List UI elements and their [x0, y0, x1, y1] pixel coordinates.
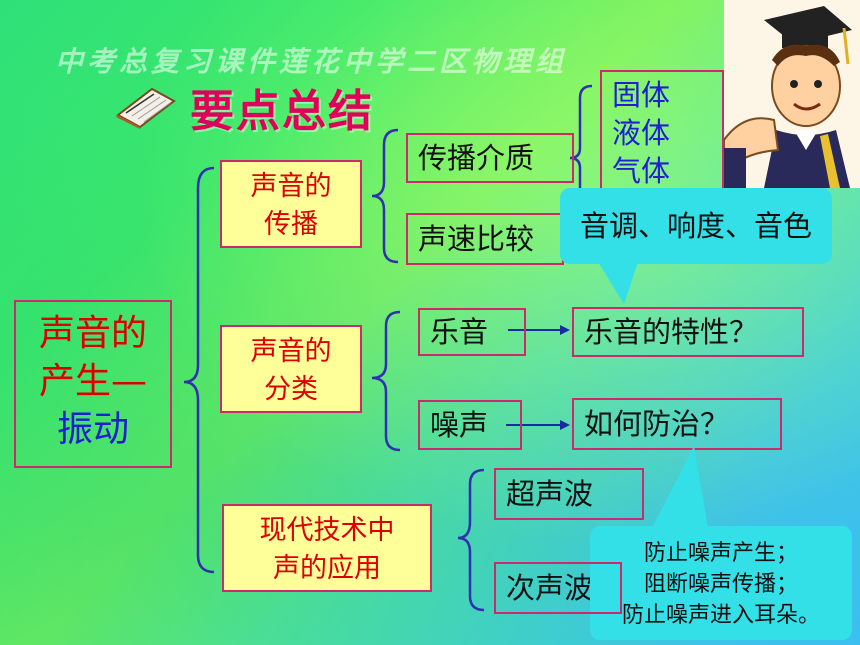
traits-bubble-tail	[598, 262, 638, 304]
root-brace	[183, 166, 215, 574]
watermark: 中考总复习课件莲花中学二区物理组	[55, 45, 568, 78]
control-callout: 防止噪声产生； 阻断噪声传播； 防止噪声进入耳朵。	[590, 526, 852, 640]
root-line-3: 振动	[56, 409, 129, 450]
classification-brace	[371, 310, 401, 452]
node-music-traits: 乐音的特性？	[572, 307, 804, 357]
media-liquid: 液体	[612, 116, 671, 150]
classification-line-2: 分类	[264, 374, 318, 405]
node-music: 乐音	[418, 308, 526, 356]
root-node: 声音的 产生— 振动	[14, 300, 172, 468]
node-application: 现代技术中 声的应用	[222, 504, 432, 592]
application-line-2: 声的应用	[273, 553, 381, 584]
root-line-2: 产生—	[38, 361, 147, 402]
node-ultrasound: 超声波	[494, 468, 644, 520]
traits-callout: 音调、响度、音色	[560, 188, 832, 264]
notebook-icon	[116, 87, 176, 129]
node-noise: 噪声	[418, 400, 522, 450]
control-line-1: 防止噪声产生；	[643, 541, 798, 566]
control-line-3: 防止噪声进入耳朵。	[621, 603, 820, 628]
arrowhead-music	[560, 325, 570, 335]
node-infrasound-overlay	[494, 562, 622, 614]
propagation-line-1: 声音的	[250, 171, 332, 202]
page-title: 要点总结	[190, 86, 374, 137]
control-line-2: 阻断噪声传播；	[643, 572, 798, 597]
classification-line-1: 声音的	[250, 336, 332, 367]
node-medium: 传播介质	[406, 133, 574, 183]
propagation-brace	[371, 128, 399, 264]
application-brace	[457, 468, 485, 612]
media-gas: 气体	[612, 154, 671, 188]
node-noise-control: 如何防治？	[572, 398, 782, 450]
propagation-line-2: 传播	[264, 209, 318, 240]
root-line-1: 声音的	[38, 313, 147, 354]
media-solid: 固体	[612, 78, 671, 112]
teacher-cartoon	[724, 0, 860, 188]
control-bubble-tail	[652, 446, 708, 528]
node-propagation: 声音的 传播	[220, 160, 362, 248]
arrowhead-noise	[560, 420, 570, 430]
node-classification: 声音的 分类	[220, 325, 362, 413]
application-line-1: 现代技术中	[259, 515, 395, 546]
